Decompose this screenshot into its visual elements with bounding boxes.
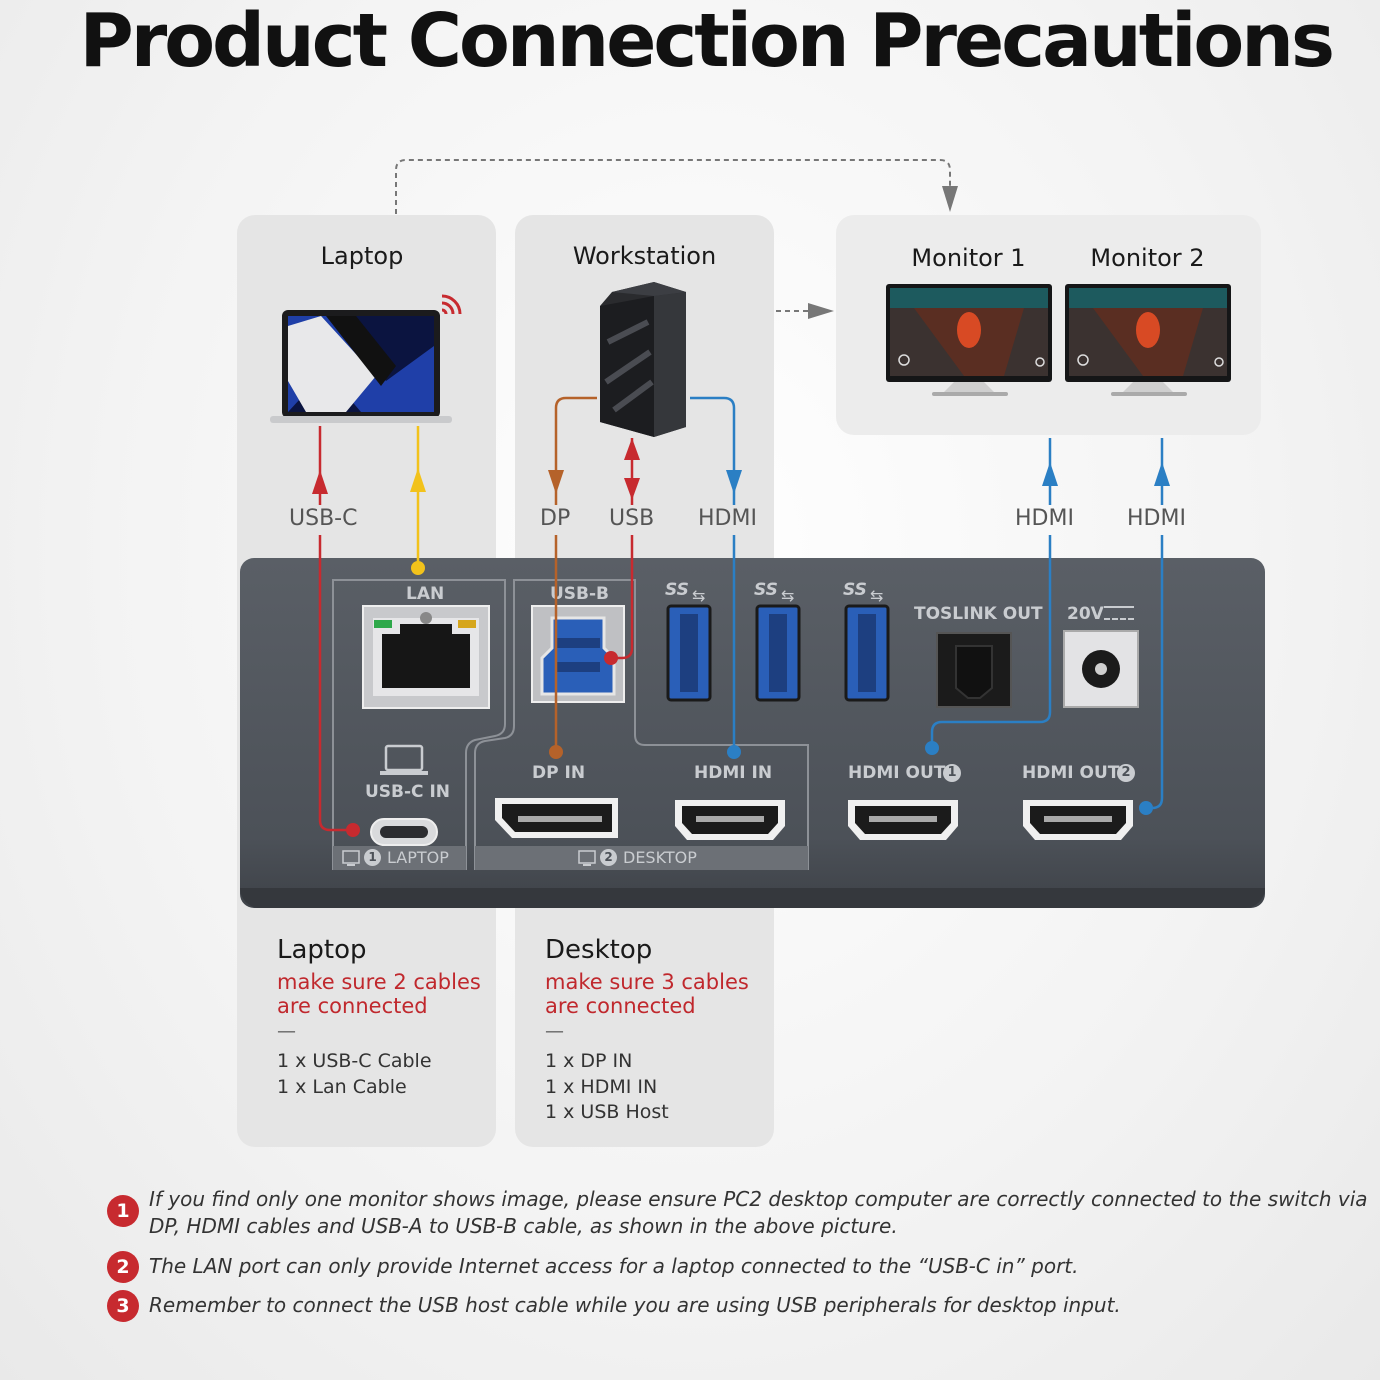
dashed-arrowhead-down: [942, 186, 958, 212]
usb-c-in-label: USB-C IN: [365, 782, 451, 802]
dock-ports: [332, 579, 1139, 870]
note-2-text: The LAN port can only provide Internet a…: [149, 1254, 1079, 1278]
superspeed-icon-3: ⇆: [870, 586, 884, 605]
monitor-small-icon-laptop: [342, 850, 360, 866]
dc-symbol-icon: [1104, 606, 1134, 620]
desktop-section-label: DESKTOP: [623, 848, 697, 867]
hdmi-out-1-port[interactable]: [848, 800, 958, 840]
dp-cable: [554, 396, 597, 752]
usb-c-cable-label: USB-C: [289, 506, 358, 531]
desktop-section-number: 2: [600, 849, 617, 866]
superspeed-label-1: SS: [665, 580, 689, 600]
desktop-group-outline: [474, 579, 809, 870]
desktop-info-line-2: 1 x HDMI IN: [545, 1076, 658, 1098]
hdmi-out-2-port[interactable]: [1023, 800, 1133, 840]
desktop-group-footer: [475, 846, 808, 870]
cable-lines: [312, 396, 1170, 837]
desktop-info-title: Desktop: [545, 935, 653, 965]
usb-a-port-2[interactable]: [755, 604, 801, 702]
dp-in-port[interactable]: [495, 798, 618, 838]
note-1-number: 1: [107, 1195, 139, 1227]
usb-arrowhead-up: [624, 438, 640, 460]
usb-c-arrowhead: [312, 470, 328, 494]
dp-in-label: DP IN: [532, 763, 586, 783]
usb-arrowhead-down: [624, 478, 640, 500]
hdmi-out-2-cable: [1146, 438, 1164, 810]
monitor-small-icon-desktop: [578, 850, 596, 866]
note-3-number: 3: [107, 1290, 139, 1322]
hdmi-in-port[interactable]: [675, 800, 785, 840]
monitor-1-illustration: [886, 284, 1052, 396]
monitor1-title: Monitor 1: [911, 244, 1026, 272]
desktop-info-line-1: 1 x DP IN: [545, 1050, 633, 1072]
power-label: 20V: [1067, 604, 1104, 624]
hdmi-out-1-label: HDMI OUT: [848, 763, 946, 783]
page-title: Product Connection Precautions: [79, 0, 1335, 84]
laptop-outline-icon: [380, 744, 428, 775]
usb-cable-label: USB: [609, 506, 655, 531]
note-1-text: If you find only one monitor shows image…: [149, 1187, 1368, 1238]
usb-a-port-1[interactable]: [666, 604, 712, 702]
lan-port[interactable]: [362, 605, 490, 709]
usb-cable: [612, 438, 634, 660]
toslink-port[interactable]: [936, 632, 1012, 708]
laptop-group-outline: [332, 579, 506, 870]
hdmi-out-1-cable-label: HDMI: [1015, 506, 1074, 531]
flow-arrows: [395, 159, 958, 319]
note-3-text: Remember to connect the USB host cable w…: [149, 1293, 1121, 1317]
usb-a-port-3[interactable]: [844, 604, 890, 702]
dp-cable-label: DP: [540, 506, 571, 531]
laptop-info-title: Laptop: [277, 935, 367, 965]
lan-arrowhead: [410, 468, 426, 492]
monitor2-title: Monitor 2: [1090, 244, 1205, 272]
desktop-info-dash: —: [545, 1020, 564, 1042]
dashed-arrowhead-right: [808, 303, 834, 319]
toslink-label: TOSLINK OUT: [914, 604, 1043, 624]
workstation-tower-illustration: [600, 282, 686, 437]
superspeed-icon-1: ⇆: [692, 586, 706, 605]
workstation-title: Workstation: [572, 242, 717, 270]
laptop-info-line-1: 1 x USB-C Cable: [277, 1050, 432, 1072]
monitor-2-illustration: [1065, 284, 1231, 396]
dc-power-port[interactable]: [1063, 630, 1139, 708]
hdmi-out-1-arrowhead: [1042, 462, 1058, 486]
hdmi-out-2-arrowhead: [1154, 462, 1170, 486]
hdmi-in-cable-label: HDMI: [698, 506, 757, 531]
hdmi-out-1-cable: [930, 438, 1052, 748]
hdmi-out-2-cable-label: HDMI: [1127, 506, 1186, 531]
hdmi-out-2-number: 2: [1117, 764, 1135, 782]
hdmi-in-label: HDMI IN: [694, 763, 773, 783]
laptop-section-number: 1: [364, 849, 381, 866]
lan-label: LAN: [406, 584, 445, 604]
superspeed-label-3: SS: [843, 580, 867, 600]
wifi-icon: [441, 294, 462, 315]
usb-b-label: USB-B: [550, 584, 610, 604]
dock-bottom-edge: [240, 888, 1265, 908]
laptop-illustration: [270, 294, 462, 423]
laptop-to-monitor-dashed: [395, 159, 951, 214]
desktop-info-note: make sure 3 cables are connected: [545, 970, 749, 1018]
hdmi-out-2-label: HDMI OUT: [1022, 763, 1120, 783]
hdmi-in-arrowhead: [726, 470, 742, 494]
dp-arrowhead: [548, 470, 564, 494]
desktop-info-line-3: 1 x USB Host: [545, 1101, 669, 1123]
laptop-section-label: LAPTOP: [387, 848, 449, 867]
laptop-info-line-2: 1 x Lan Cable: [277, 1076, 407, 1098]
hdmi-in-cable: [690, 396, 736, 752]
laptop-info-dash: —: [277, 1020, 296, 1042]
laptop-info-note: make sure 2 cables are connected: [277, 970, 481, 1018]
note-2-number: 2: [107, 1251, 139, 1283]
superspeed-icon-2: ⇆: [781, 586, 795, 605]
superspeed-label-2: SS: [754, 580, 778, 600]
hdmi-out-1-number: 1: [943, 764, 961, 782]
laptop-title: Laptop: [320, 242, 404, 270]
usb-c-port[interactable]: [370, 818, 438, 846]
